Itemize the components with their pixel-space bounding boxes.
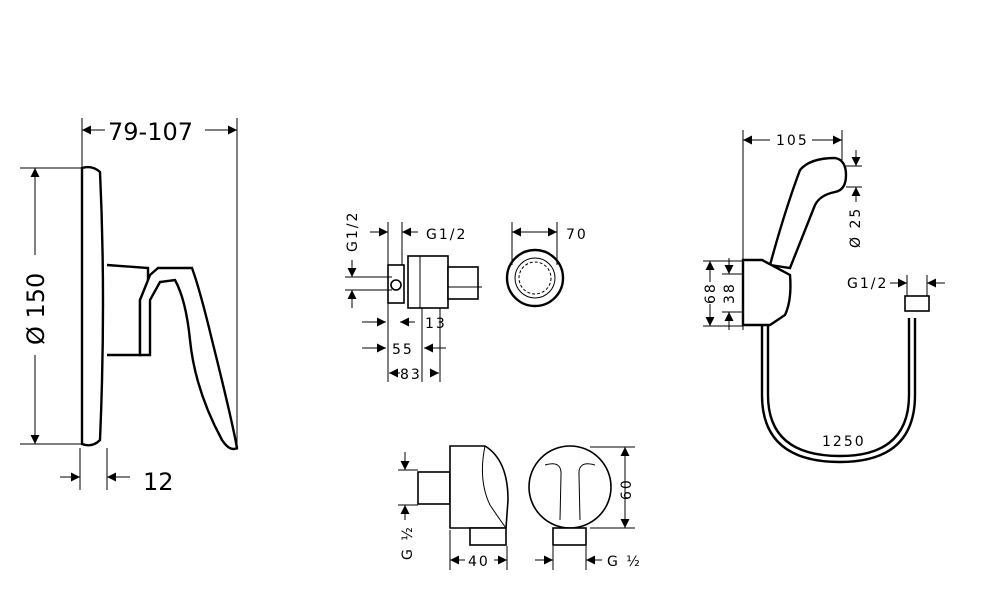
spray-handle [768, 156, 848, 270]
diameter-dimension-label: Ø 150 [22, 273, 50, 345]
hose-connector [904, 295, 930, 312]
mixer-lever [138, 266, 239, 451]
dim-55-label: 55 [392, 342, 414, 358]
holder [741, 258, 792, 327]
spray-length-label: 105 [776, 133, 809, 149]
front-thread-label: G ½ [607, 554, 642, 570]
hand-spray-view: 105 Ø 25 68 38 G1/2 1250 [703, 130, 945, 464]
hose-length-label: 1250 [822, 434, 866, 450]
head-diameter-label: Ø 25 [848, 207, 864, 248]
outlet-height-label: 60 [619, 478, 635, 500]
inlet-port [390, 279, 402, 291]
plate-dimension-label: 12 [143, 468, 174, 496]
round-diameter-label: 70 [566, 227, 588, 243]
mixer-side-view: 79-107 Ø 150 12 [20, 118, 239, 496]
inlet-vertical-label: G1/2 [345, 211, 361, 252]
holder-inner-label: 38 [722, 282, 738, 304]
wall-outlet-view: G ½ 40 60 G ½ [398, 445, 642, 570]
outlet-front-disc [528, 445, 612, 529]
dim-83-label: 83 [400, 367, 422, 383]
dim-13-label: 13 [425, 316, 447, 332]
holder-height-label: 68 [703, 282, 719, 304]
depth-dimension-label: 79-107 [108, 118, 193, 146]
inlet-horizontal-label: G1/2 [426, 227, 467, 243]
connector-label: G1/2 [847, 276, 888, 292]
valve-body-view: G1/2 G1/2 13 55 83 70 [345, 211, 588, 383]
wall-plate [80, 165, 105, 447]
outlet-depth-label: 40 [468, 554, 490, 570]
side-thread-label: G ½ [400, 525, 416, 560]
side-thread [417, 471, 451, 505]
